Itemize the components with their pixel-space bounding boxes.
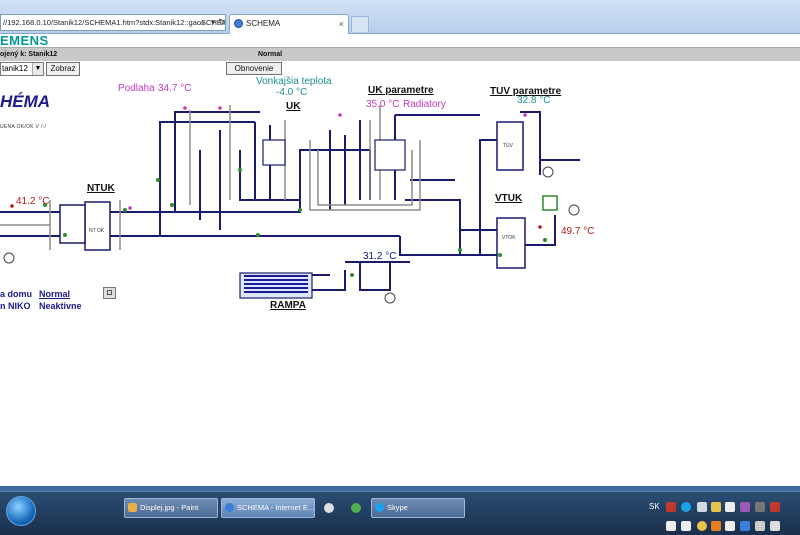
toggle-button[interactable] — [103, 287, 116, 299]
floor-temp: 34.7 °C — [158, 83, 192, 94]
uk-params-name: Radiatory — [403, 99, 446, 110]
skype-icon — [375, 503, 384, 512]
siemens-bar — [0, 34, 800, 47]
taskbar-item-ie[interactable]: SCHEMA - Internet E... — [221, 498, 315, 518]
connected-label: ojený k: Stanik12 — [0, 51, 58, 58]
page-title: HÉMA — [0, 92, 51, 111]
taskbar-item-paint-label: Displej.jpg - Paint — [140, 503, 199, 512]
chevron-down-icon[interactable]: ▼ — [32, 63, 43, 75]
chrome-icon[interactable] — [351, 503, 361, 513]
taskbar-item-paint[interactable]: Displej.jpg - Paint — [124, 498, 218, 518]
station-select-value: tanik12 — [2, 64, 28, 73]
address-bar[interactable]: //192.168.0.10/Stanik12/SCHEMA1.htm?stdx… — [0, 14, 226, 31]
tray-icon-b[interactable] — [755, 502, 765, 512]
taskbar-item-skype[interactable]: Skype — [371, 498, 465, 518]
ie-favicon-icon — [234, 19, 243, 28]
ntuk-tank — [84, 201, 111, 251]
tab-title: SCHEMA — [246, 19, 281, 28]
ie-icon — [225, 503, 234, 512]
vtuk-tank-label: VTOK — [502, 235, 516, 241]
heating-schematic — [0, 105, 580, 304]
vtuk-tank — [496, 217, 526, 269]
status-bar — [0, 47, 800, 61]
tray-icon-network[interactable] — [740, 521, 750, 531]
uk-params-label: UK parametre — [368, 85, 434, 96]
tuv-params-temp: 32.8 °C — [517, 95, 551, 106]
ntuk-temp: 41.2 °C — [16, 196, 50, 207]
app-icon[interactable] — [324, 503, 334, 513]
siemens-logo: EMENS — [0, 33, 49, 48]
vtuk-label: VTUK — [495, 193, 523, 204]
tray-icon-a[interactable] — [740, 502, 750, 512]
tray-icon-signal[interactable] — [755, 521, 765, 531]
tray-icon-m[interactable] — [666, 502, 676, 512]
search-icon[interactable]: ⌕ — [200, 17, 206, 27]
refresh-icon[interactable]: ↻ — [218, 17, 226, 27]
tray-icon-f[interactable] — [697, 521, 707, 531]
page-subline: UENA OK/OK V /-/ — [0, 124, 47, 130]
tray-icon-g[interactable] — [711, 521, 721, 531]
tray-icon-v[interactable] — [725, 502, 735, 512]
station-select[interactable]: tanik12 ▼ — [0, 62, 44, 76]
tray-icon-c[interactable] — [770, 502, 780, 512]
tray-icon-flag[interactable] — [697, 502, 707, 512]
status-niko-value: Neaktivne — [39, 301, 82, 311]
boiler-icon — [542, 195, 558, 211]
new-tab-button[interactable] — [351, 16, 369, 32]
tab-schema[interactable]: SCHEMA × — [229, 14, 349, 34]
tray-icon-volume[interactable] — [770, 521, 780, 531]
paint-icon — [128, 503, 137, 512]
mode-label: Normal — [258, 51, 283, 58]
uk-params-temp: 35.0 °C — [366, 99, 400, 110]
ntuk-tank-label: NT OK — [89, 228, 105, 234]
status-home-value[interactable]: Normal — [39, 289, 71, 299]
uk-label: UK — [286, 101, 301, 112]
window-bottom-border — [0, 486, 800, 491]
tray-icon-lock[interactable] — [711, 502, 721, 512]
status-niko-label: n NIKO — [0, 301, 31, 311]
tuv-params-label: TUV parametre — [490, 86, 562, 97]
outdoor-temp: -4.0 °C — [276, 87, 308, 98]
outdoor-label: Vonkajšia teplota — [256, 76, 332, 87]
vtuk-temp: 49.7 °C — [561, 226, 595, 237]
floor-label: Podlaha — [118, 83, 155, 94]
tab-close-icon[interactable]: × — [338, 19, 344, 29]
tuv-tank-label: TÚV — [503, 143, 513, 149]
ramp-label: RAMPA — [270, 300, 306, 311]
tray-icon-e[interactable] — [681, 521, 691, 531]
tray-icon-skype[interactable] — [681, 502, 691, 512]
language-indicator[interactable]: SK — [649, 502, 660, 511]
ramp-temp: 31.2 °C — [363, 251, 397, 262]
ntuk-label: NTUK — [87, 183, 115, 194]
tray-icon-d[interactable] — [666, 521, 676, 531]
start-button[interactable] — [6, 496, 36, 526]
taskbar-item-ie-label: SCHEMA - Internet E... — [237, 503, 315, 512]
show-button[interactable]: Zobraz — [46, 62, 80, 76]
refresh-button[interactable]: Obnovenie — [226, 62, 282, 75]
tuv-tank — [496, 121, 524, 171]
taskbar-item-skype-label: Skype — [387, 503, 408, 512]
ramp-radiators — [239, 272, 313, 299]
tray-icon-h[interactable] — [725, 521, 735, 531]
dropdown-icon[interactable]: ▾ — [210, 17, 216, 27]
square-icon — [107, 290, 112, 295]
status-home-label: a domu — [0, 289, 33, 299]
